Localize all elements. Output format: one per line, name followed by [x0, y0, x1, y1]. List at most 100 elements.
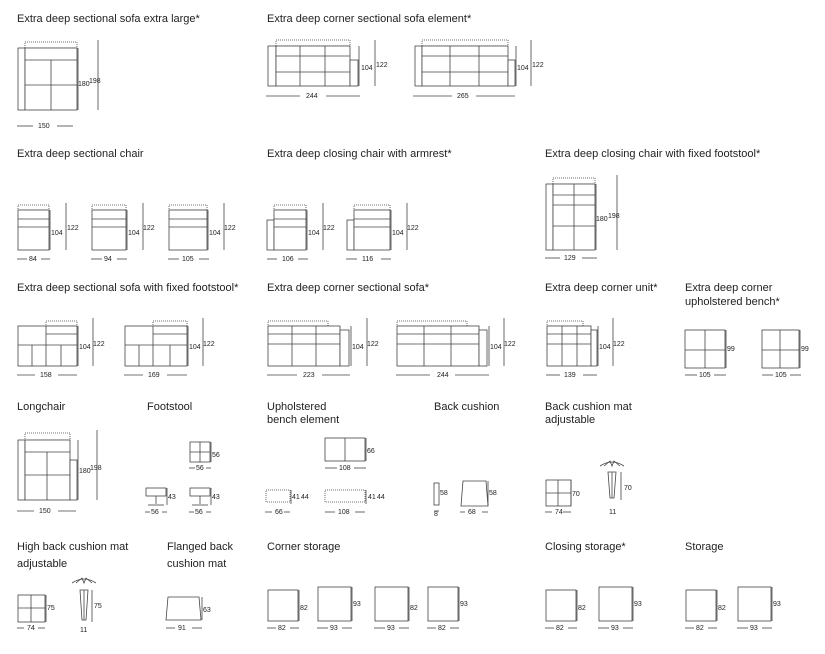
dim-198: 198: [89, 78, 101, 85]
dim-8: 8: [434, 511, 438, 518]
drawing-sofa-footstool-158: [17, 318, 94, 376]
dim-198-c: 198: [90, 465, 102, 472]
dim-75-b: 75: [94, 603, 102, 610]
dim-93-g: 93: [773, 601, 781, 608]
dim-108-a: 108: [339, 465, 351, 472]
dim-63: 63: [203, 607, 211, 614]
dim-122-a: 122: [376, 62, 388, 69]
drawing-corner-storage-b: [317, 586, 353, 629]
drawing-back-cushion: [433, 480, 489, 513]
title-footstool: Footstool: [147, 401, 193, 413]
drawing-bench-top: [324, 437, 367, 469]
dim-106: 106: [282, 256, 294, 263]
dim-105-b: 105: [699, 372, 711, 379]
dim-122-g: 122: [407, 225, 419, 232]
title-closing-chair-armrest: Extra deep closing chair with armrest*: [267, 148, 452, 160]
dim-116: 116: [362, 256, 373, 263]
title-corner-unit: Extra deep corner unit*: [545, 282, 658, 294]
drawing-footstool-side-b: [189, 487, 212, 513]
dim-70-b: 70: [624, 485, 632, 492]
dim-56-c: 56: [151, 509, 159, 516]
dim-244-b: 244: [437, 372, 449, 379]
dim-104-g: 104: [392, 230, 404, 237]
dim-58-b: 58: [489, 490, 497, 497]
drawing-storage-a: [685, 589, 718, 629]
dim-122-k: 122: [504, 341, 516, 348]
drawing-corner-storage-d: [427, 586, 460, 629]
title-closing-chair-footstool: Extra deep closing chair with fixed foot…: [545, 148, 761, 160]
dim-105-a: 105: [182, 256, 194, 263]
dim-70-a: 70: [572, 491, 580, 498]
dim-58-a: 58: [440, 490, 448, 497]
title-corner-sectional-sofa: Extra deep corner sectional sofa*: [267, 282, 430, 294]
title-cushion-mat-line1: Back cushion mat: [545, 401, 632, 413]
drawing-closing-armrest-116: [346, 203, 408, 260]
dim-104-k: 104: [490, 344, 502, 351]
drawing-chair-94: [91, 203, 144, 260]
title-longchair: Longchair: [17, 401, 66, 413]
dim-104-i: 104: [189, 344, 201, 351]
dim-104-b: 104: [517, 65, 529, 72]
drawing-corner-element-265: [413, 39, 532, 97]
dim-82-f: 82: [556, 625, 564, 632]
dim-122-d: 122: [143, 225, 155, 232]
dim-139: 139: [564, 372, 576, 379]
dim-150: 150: [38, 123, 50, 130]
drawing-corner-sofa-223: [267, 318, 368, 376]
drawing-closing-storage-a: [545, 589, 578, 629]
title-bench-line1: Upholstered: [267, 401, 327, 413]
dim-104-l: 104: [599, 344, 611, 351]
dim-82-d: 82: [438, 625, 446, 632]
drawing-bench-side-short: [265, 489, 292, 513]
dim-104-f: 104: [308, 230, 320, 237]
drawing-closing-storage-b: [598, 586, 634, 629]
dim-41-a: 41: [292, 494, 300, 501]
dim-11-a: 11: [609, 509, 616, 516]
dim-82-e: 82: [578, 605, 586, 612]
drawing-closing-footstool-129: [545, 175, 618, 259]
title-corner-storage: Corner storage: [267, 541, 341, 553]
dim-158: 158: [40, 372, 52, 379]
drawing-footstool-top: [189, 441, 212, 469]
dim-105-c: 105: [775, 372, 787, 379]
dim-82-c: 82: [410, 605, 418, 612]
dim-180-b: 180: [596, 216, 608, 223]
dim-82-b: 82: [278, 625, 286, 632]
dim-169: 169: [148, 372, 160, 379]
dim-104-e: 104: [209, 230, 221, 237]
title-sectional-chair: Extra deep sectional chair: [17, 148, 144, 160]
title-corner-bench-line2: upholstered bench*: [685, 296, 780, 308]
dim-180-c: 180: [79, 468, 91, 475]
dim-82-h: 82: [696, 625, 704, 632]
dim-44-b: 44: [377, 494, 385, 501]
title-cushion-mat-line2: adjustable: [545, 414, 596, 426]
dim-93-b: 93: [330, 625, 338, 632]
drawing-flanged-mat: [165, 596, 203, 629]
drawing-sectional-sofa-xl: [17, 40, 99, 127]
dim-93-e: 93: [634, 601, 642, 608]
dim-104-c: 104: [51, 230, 63, 237]
title-sectional-sofa-footstool: Extra deep sectional sofa with fixed foo…: [17, 282, 239, 294]
drawing-corner-element-244: [266, 39, 376, 97]
dim-122-f: 122: [323, 225, 335, 232]
dim-150-b: 150: [39, 508, 51, 515]
drawing-corner-storage-c: [374, 586, 410, 629]
dim-265: 265: [457, 93, 469, 100]
dim-93-d: 93: [460, 601, 468, 608]
drawing-longchair: [17, 430, 98, 512]
dim-66-b: 66: [275, 509, 283, 516]
dim-43-b: 43: [212, 494, 220, 501]
dim-93-h: 93: [750, 625, 758, 632]
title-corner-sectional-element: Extra deep corner sectional sofa element…: [267, 13, 472, 25]
dim-94: 94: [104, 256, 112, 263]
dim-122-e: 122: [224, 225, 236, 232]
dim-11-b: 11: [80, 627, 87, 634]
dim-129: 129: [564, 255, 576, 262]
drawing-corner-sofa-244: [396, 318, 505, 376]
drawing-high-back-mat: [17, 577, 97, 629]
drawing-footstool-side-a: [145, 487, 168, 513]
title-high-back-mat-line2: adjustable: [17, 558, 68, 570]
dim-68: 68: [468, 509, 476, 516]
